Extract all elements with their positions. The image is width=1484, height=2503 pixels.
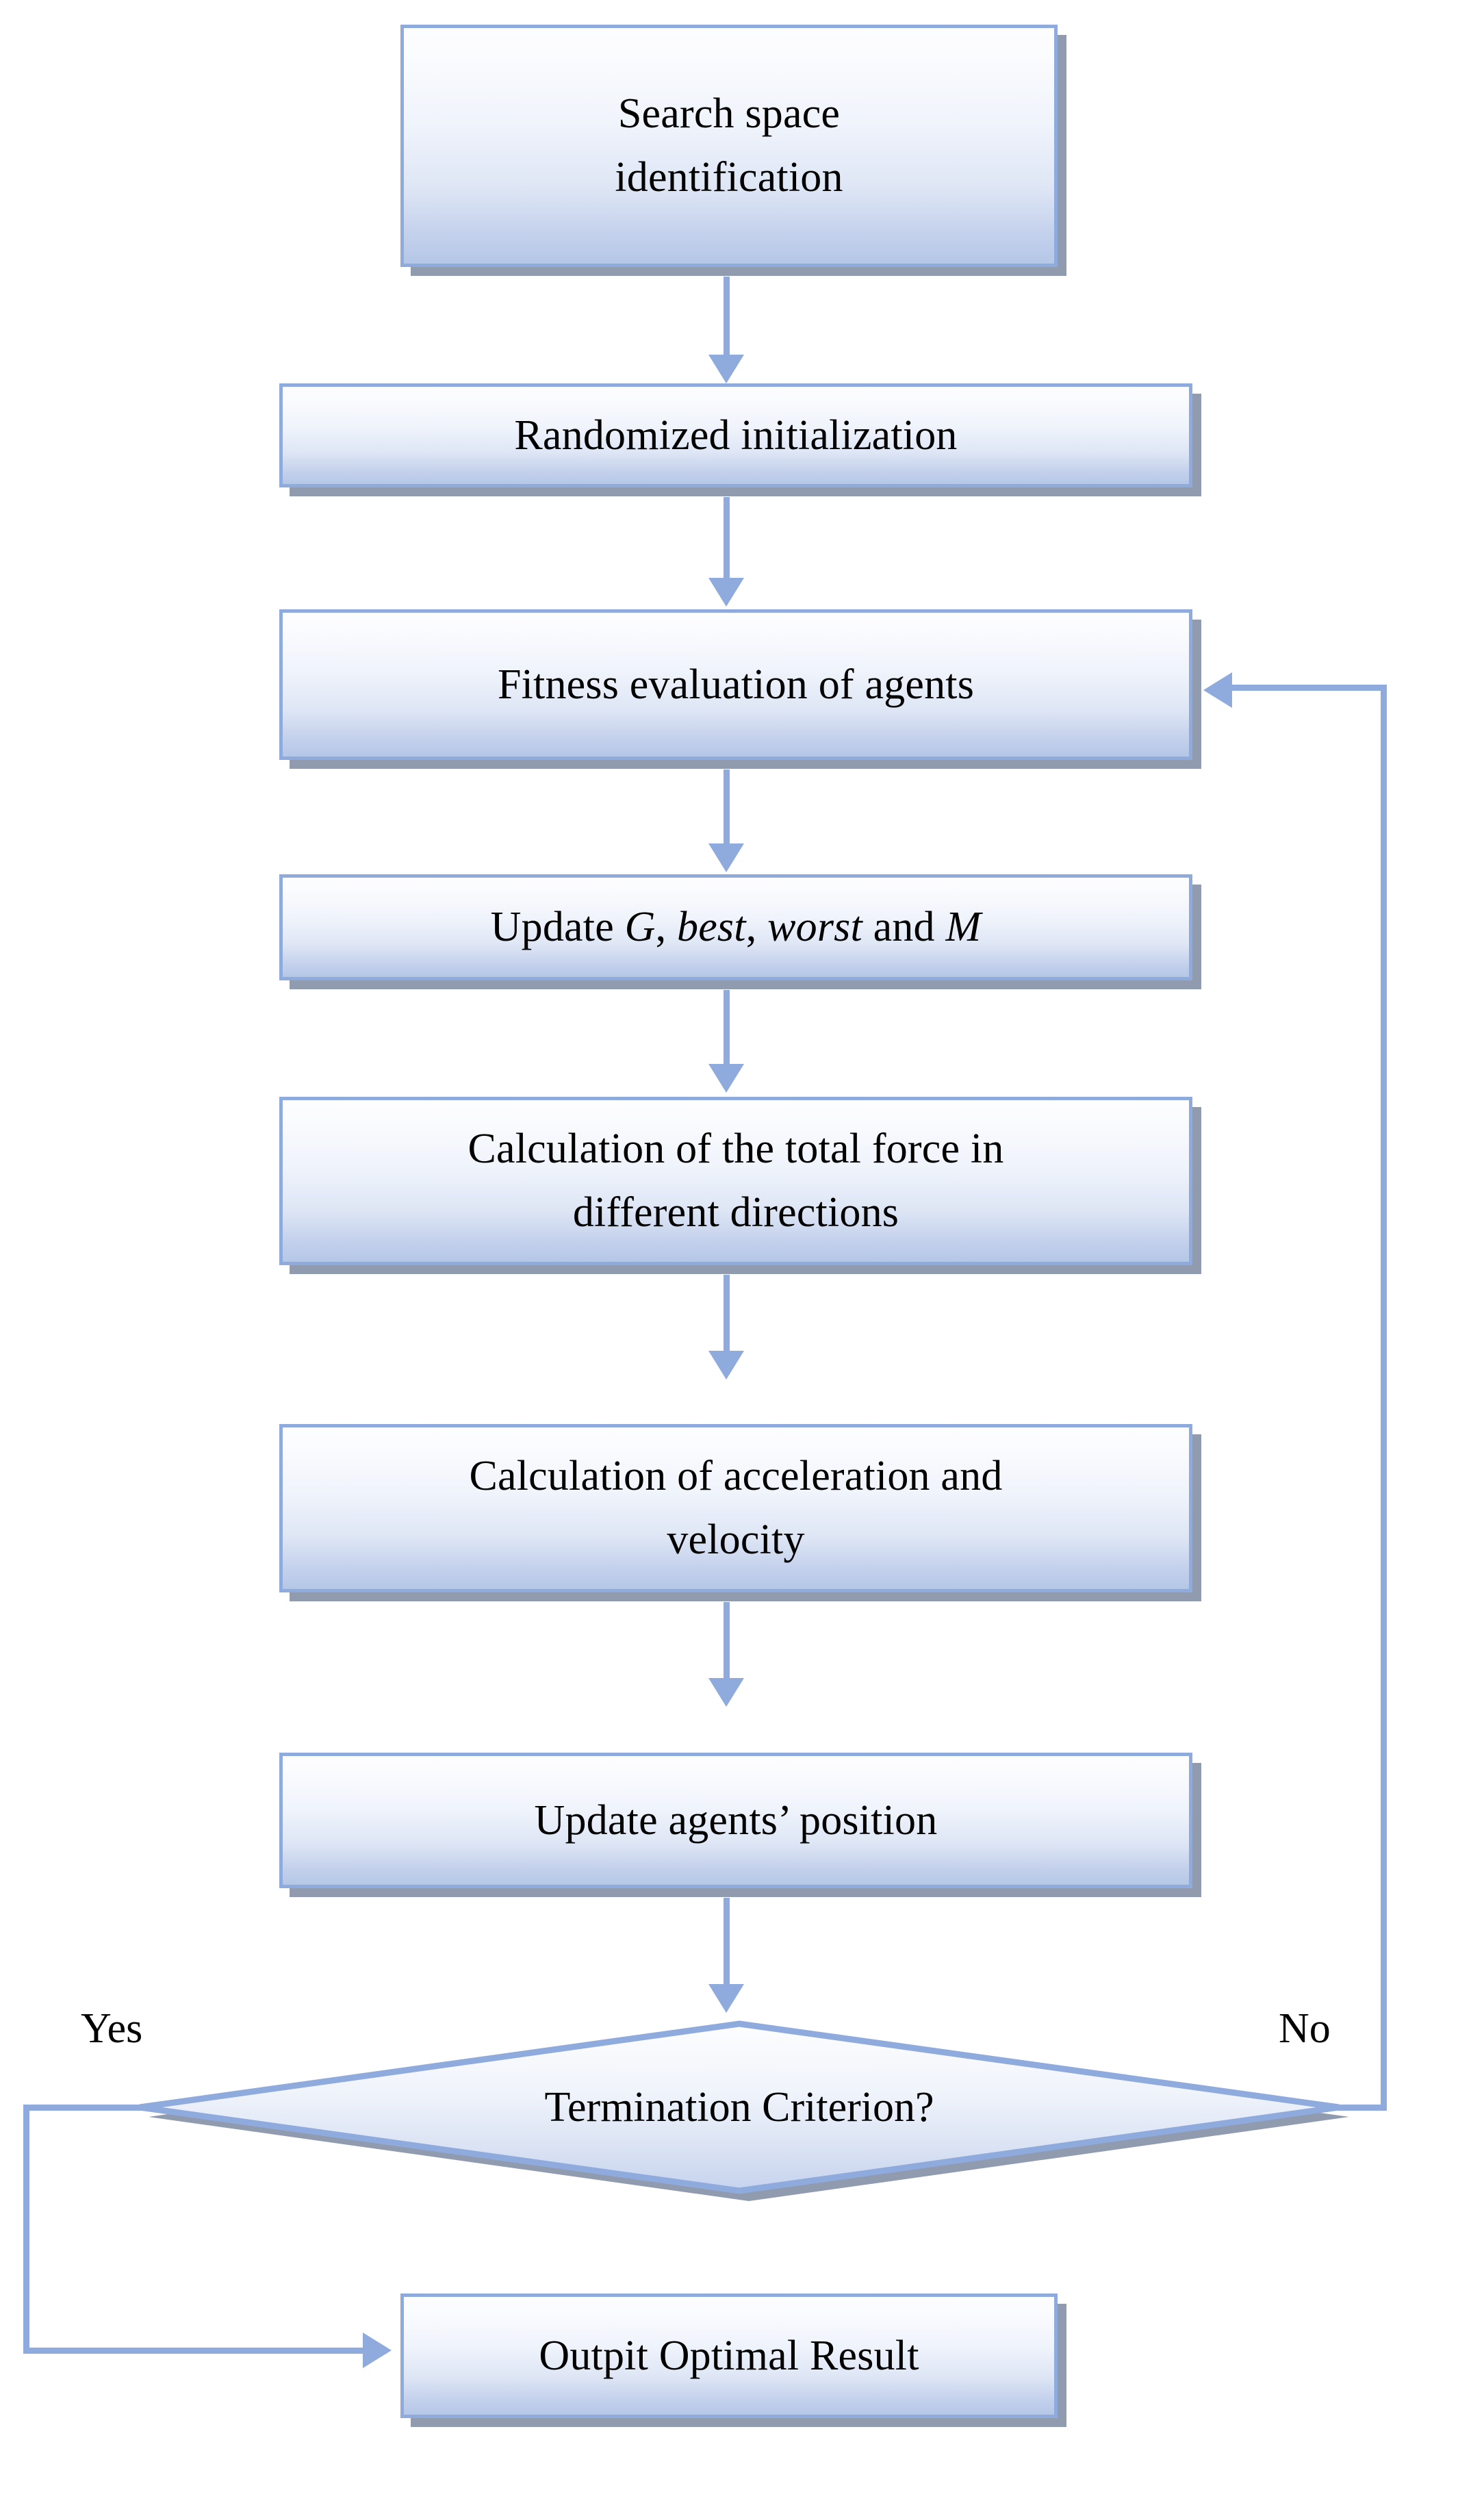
edge-label-yes: Yes: [81, 2005, 143, 2052]
connector-no-arrowhead: [1203, 672, 1232, 708]
connector-yes-horizontal-in: [23, 2348, 366, 2354]
connector-force-to-accel-line: [724, 1275, 730, 1354]
connector-search-to-init-arrowhead: [708, 355, 744, 383]
node-termination-criterion-label: Termination Criterion?: [544, 2083, 934, 2131]
connector-no-vertical: [1381, 685, 1387, 2111]
node-termination-criterion[interactable]: Termination Criterion?: [137, 2020, 1349, 2201]
connector-position-to-termination-arrowhead: [708, 1984, 744, 2013]
connector-yes-arrowhead: [363, 2333, 392, 2368]
connector-yes-vertical: [23, 2105, 29, 2354]
node-fitness-evaluation-label: Fitness evaluation of agents: [497, 661, 975, 708]
node-fitness-evaluation[interactable]: Fitness evaluation of agents: [279, 609, 1192, 760]
symbol-m: M: [945, 904, 982, 950]
symbol-best: best: [677, 904, 746, 950]
connector-force-to-accel-arrowhead: [708, 1351, 744, 1380]
connector-yes-horizontal-out: [23, 2105, 146, 2111]
symbol-g: G: [624, 904, 656, 950]
connector-fitness-to-update-arrowhead: [708, 843, 744, 872]
node-output-optimal-result[interactable]: Outpit Optimal Result: [400, 2294, 1058, 2418]
connector-fitness-to-update-line: [724, 770, 730, 846]
diamond-shape: [137, 2020, 1342, 2194]
connector-accel-to-position-arrowhead: [708, 1678, 744, 1707]
node-update-parameters[interactable]: Update G, best, worst and M: [279, 874, 1192, 980]
connector-init-to-fitness-arrowhead: [708, 578, 744, 607]
connector-init-to-fitness-line: [724, 497, 730, 581]
node-update-agents-position-label: Update agents’ position: [534, 1796, 938, 1844]
connector-no-horizontal-in: [1232, 685, 1387, 691]
node-update-agents-position[interactable]: Update agents’ position: [279, 1753, 1192, 1888]
node-update-parameters-label: Update G, best, worst and M: [490, 904, 982, 950]
node-output-optimal-result-label: Outpit Optimal Result: [539, 2332, 919, 2379]
symbol-worst: worst: [767, 904, 862, 950]
connector-search-to-init-line: [724, 277, 730, 357]
connector-position-to-termination-line: [724, 1898, 730, 1987]
connector-no-horizontal-out: [1321, 2105, 1387, 2111]
connector-update-to-force-line: [724, 990, 730, 1067]
connector-accel-to-position-line: [724, 1602, 730, 1681]
edge-label-no: No: [1279, 2005, 1331, 2052]
node-randomized-initialization-label: Randomized initialization: [514, 411, 958, 459]
node-randomized-initialization[interactable]: Randomized initialization: [279, 383, 1192, 487]
connector-update-to-force-arrowhead: [708, 1064, 744, 1093]
